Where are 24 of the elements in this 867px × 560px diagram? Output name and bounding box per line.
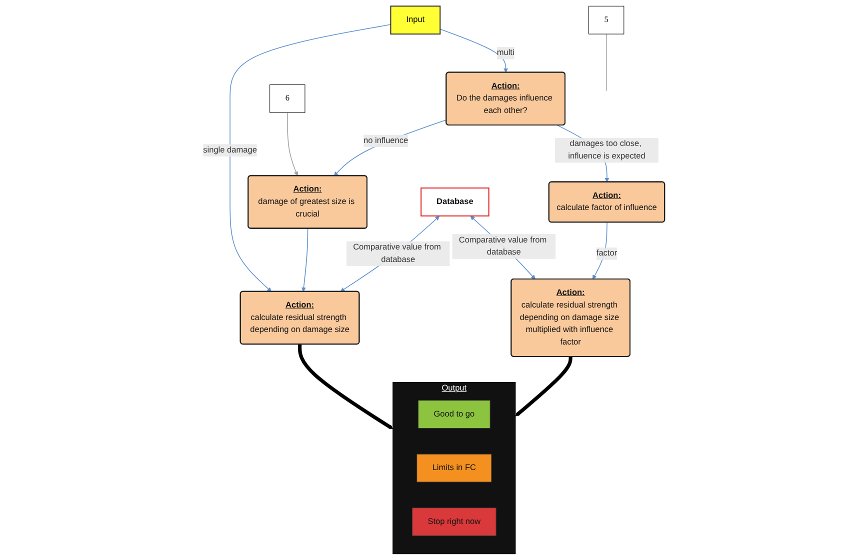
- arrow: [439, 28, 508, 73]
- node-box: [390, 6, 440, 35]
- edge-label: Comparative value from database: [458, 236, 546, 257]
- arrow: [333, 119, 446, 176]
- arrow: [229, 24, 391, 292]
- arrow: [301, 228, 308, 292]
- node-box: [412, 508, 496, 536]
- edge-label: Comparative value from database: [352, 242, 440, 264]
- edge-label: multi: [496, 48, 514, 58]
- node-box: [588, 6, 624, 34]
- edge-label: single damage: [202, 146, 257, 154]
- edge-label: no influence: [363, 136, 408, 146]
- edge-label: factor: [596, 248, 617, 258]
- node-box: [418, 400, 490, 429]
- node-box: [269, 84, 305, 113]
- arrow: [286, 112, 298, 176]
- node-box: [420, 188, 489, 216]
- node-box: [416, 454, 492, 482]
- arrow: [592, 222, 608, 280]
- cluster: [392, 382, 516, 554]
- edge-label: damages too close, influence is expected: [568, 139, 645, 161]
- arrow: [514, 356, 572, 416]
- arrow: [298, 344, 393, 430]
- flowchart-diagram: single damage multi no influence damages too close, influence is expected factor Comparative value from database Comparative value from database Output Good to go Limits in FC Stop right now Input Action: Do the damages influence each other? Action: damage of greatest size is crucial Action: calculate factor of influence Database Action: calculate residual strength depending on damage size Action: calculate residual strength depending on damage size multiplied with influence factor 6 5: [198, 2, 668, 558]
